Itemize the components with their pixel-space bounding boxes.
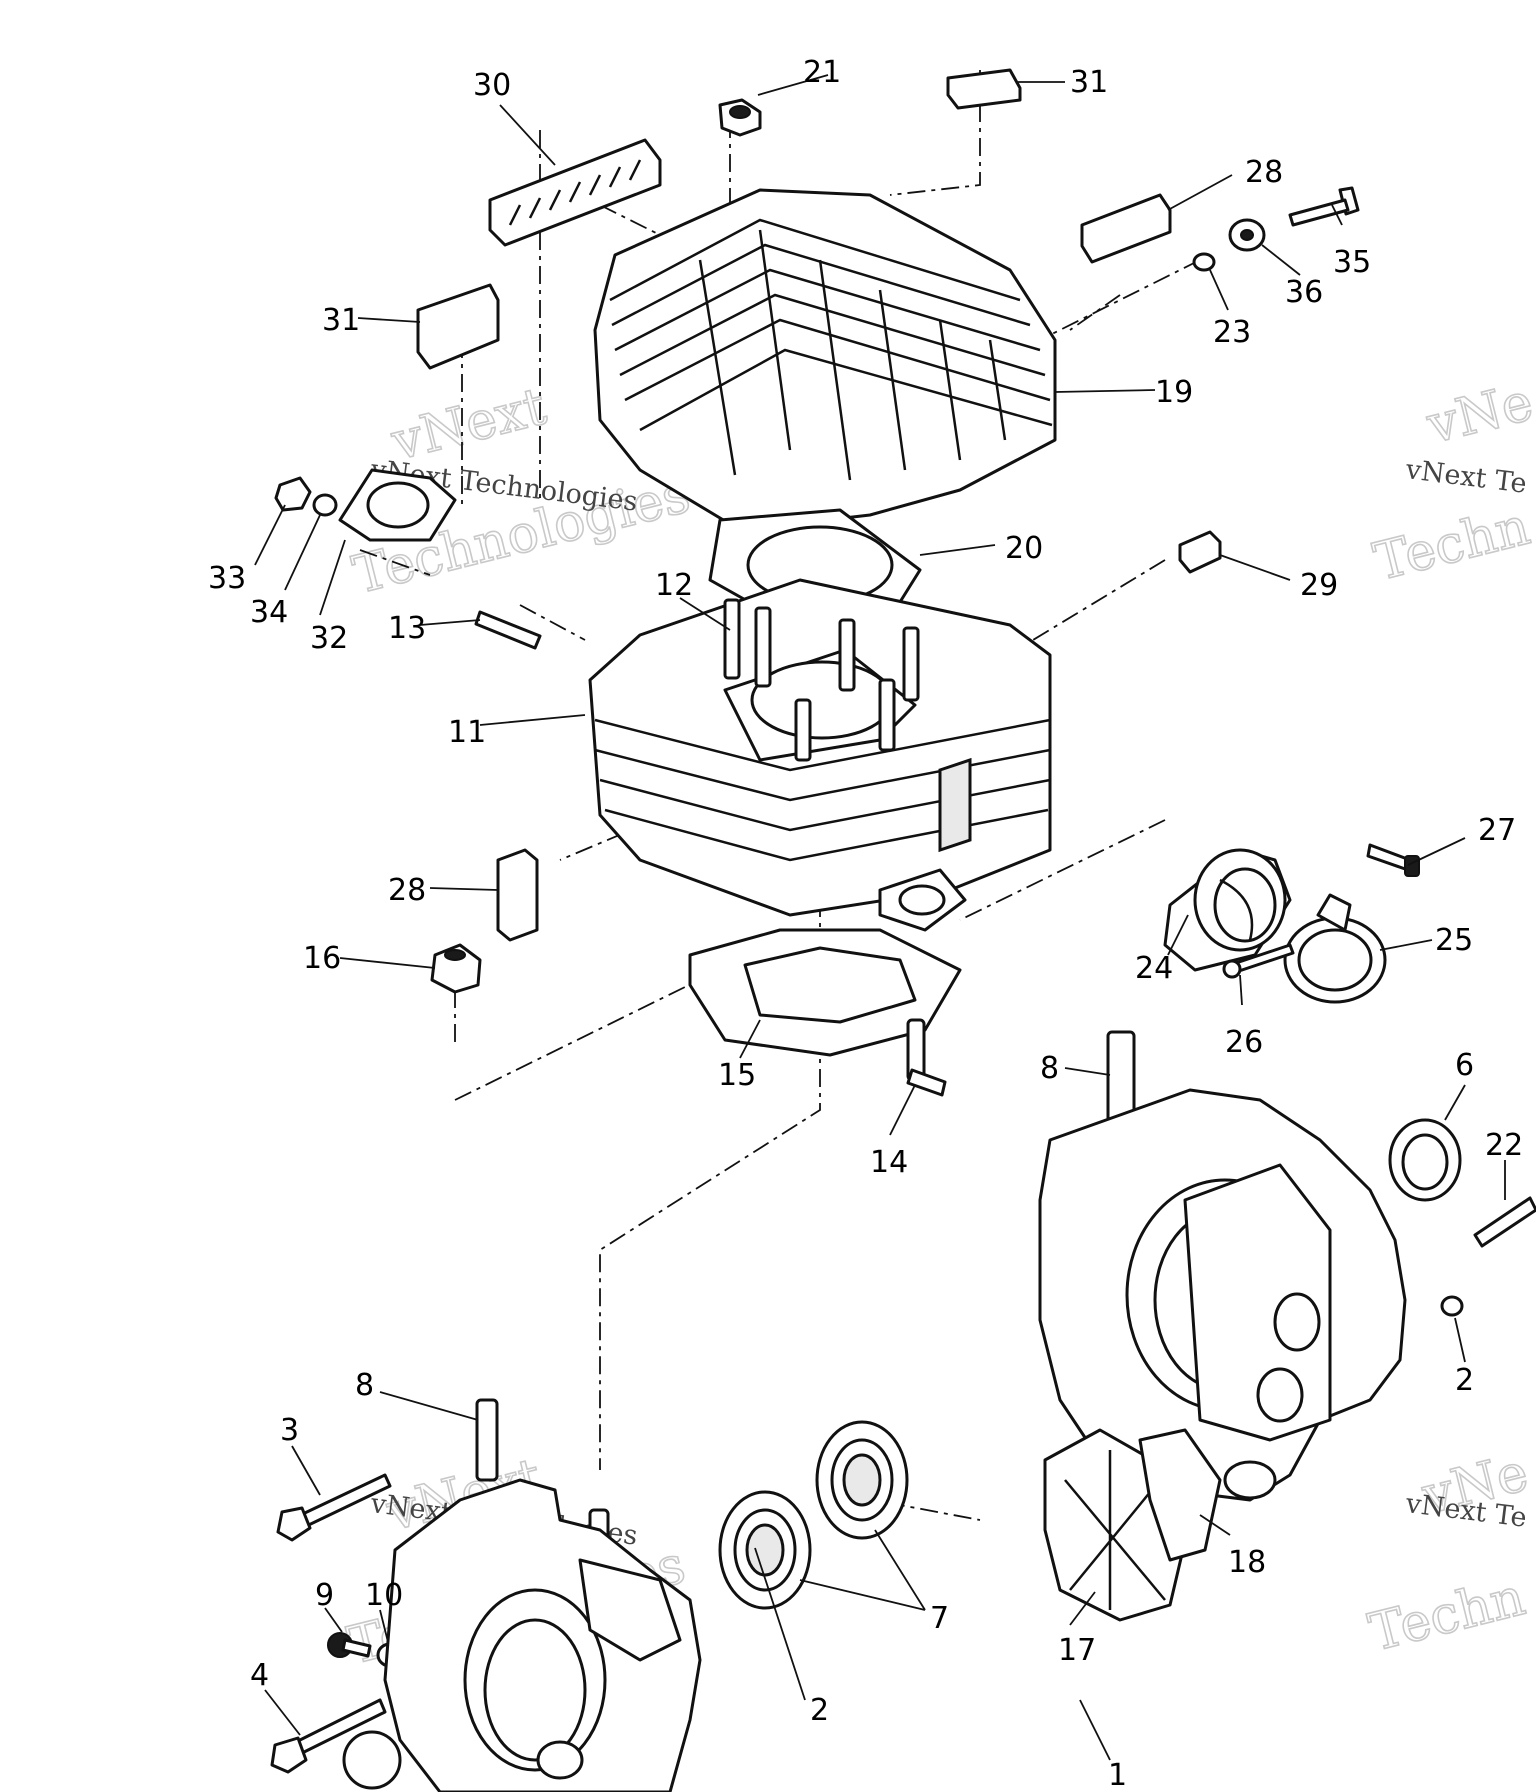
part-label-23: 23	[1213, 315, 1251, 350]
cover-gasket	[1138, 1428, 1222, 1562]
crankcase-left	[383, 1478, 702, 1792]
crank-seal-right	[1388, 1118, 1462, 1202]
part-label-36: 36	[1285, 275, 1323, 310]
part-label-16: 16	[303, 941, 341, 976]
part-label-25: 25	[1435, 923, 1473, 958]
part-label-14: 14	[870, 1145, 908, 1180]
svg-text:Techn: Techn	[1363, 1567, 1530, 1663]
watermark-bottom-right: vNe Techn	[1363, 1442, 1535, 1664]
part-label-32: 32	[310, 621, 348, 656]
part-label-10: 10	[365, 1578, 403, 1613]
svg-text:Techn: Techn	[1368, 497, 1535, 593]
part-label-1: 1	[1108, 1758, 1127, 1792]
part-label-4: 4	[250, 1658, 269, 1693]
part-label-22: 22	[1485, 1128, 1523, 1163]
cylinder	[588, 578, 1052, 932]
part-label-27: 27	[1478, 813, 1516, 848]
leader-lines	[254, 74, 1506, 1761]
exhaust-clamp	[1283, 893, 1387, 1004]
part-label-7: 7	[930, 1601, 949, 1636]
part-label-17: 17	[1058, 1633, 1096, 1668]
part-label-34: 34	[250, 595, 288, 630]
part-label-31-left: 31	[322, 303, 360, 338]
part-label-15: 15	[718, 1058, 756, 1093]
part-label-20: 20	[1005, 531, 1043, 566]
part-label-13: 13	[388, 611, 426, 646]
part-label-11: 11	[448, 715, 486, 750]
part-label-18: 18	[1228, 1545, 1266, 1580]
svg-text:vNe: vNe	[1421, 372, 1536, 456]
part-label-3: 3	[280, 1413, 299, 1448]
part-label-33: 33	[208, 561, 246, 596]
part-label-26: 26	[1225, 1025, 1263, 1060]
exhaust-manifold	[1163, 848, 1292, 972]
bearings	[718, 1420, 909, 1610]
reed-blocks	[416, 68, 1222, 942]
part-label-35: 35	[1333, 245, 1371, 280]
cylinder-head	[593, 188, 1057, 532]
crankcase-right	[1038, 1088, 1407, 1502]
part-label-19: 19	[1155, 375, 1193, 410]
part-label-30: 30	[473, 68, 511, 103]
part-label-28-top: 28	[1245, 155, 1283, 190]
part-label-29: 29	[1300, 568, 1338, 603]
cylinder-studs	[723, 598, 920, 762]
part-label-8-left: 8	[355, 1368, 374, 1403]
part-label-21: 21	[803, 55, 841, 90]
watermark-caption-top-right: vNext Te	[1403, 454, 1528, 500]
part-label-2-left: 2	[810, 1693, 829, 1728]
part-label-6: 6	[1455, 1048, 1474, 1083]
part-label-9: 9	[315, 1578, 334, 1613]
part-label-28-left: 28	[388, 873, 426, 908]
part-labels: 30 21 31 28 35 36 23 31 19 33 34 32 20 2…	[208, 55, 1523, 1792]
part-label-12: 12	[655, 568, 693, 603]
part-label-31-top: 31	[1070, 65, 1108, 100]
part-label-8-right: 8	[1040, 1051, 1059, 1086]
part-label-24: 24	[1135, 951, 1173, 986]
part-label-2-right: 2	[1455, 1363, 1474, 1398]
